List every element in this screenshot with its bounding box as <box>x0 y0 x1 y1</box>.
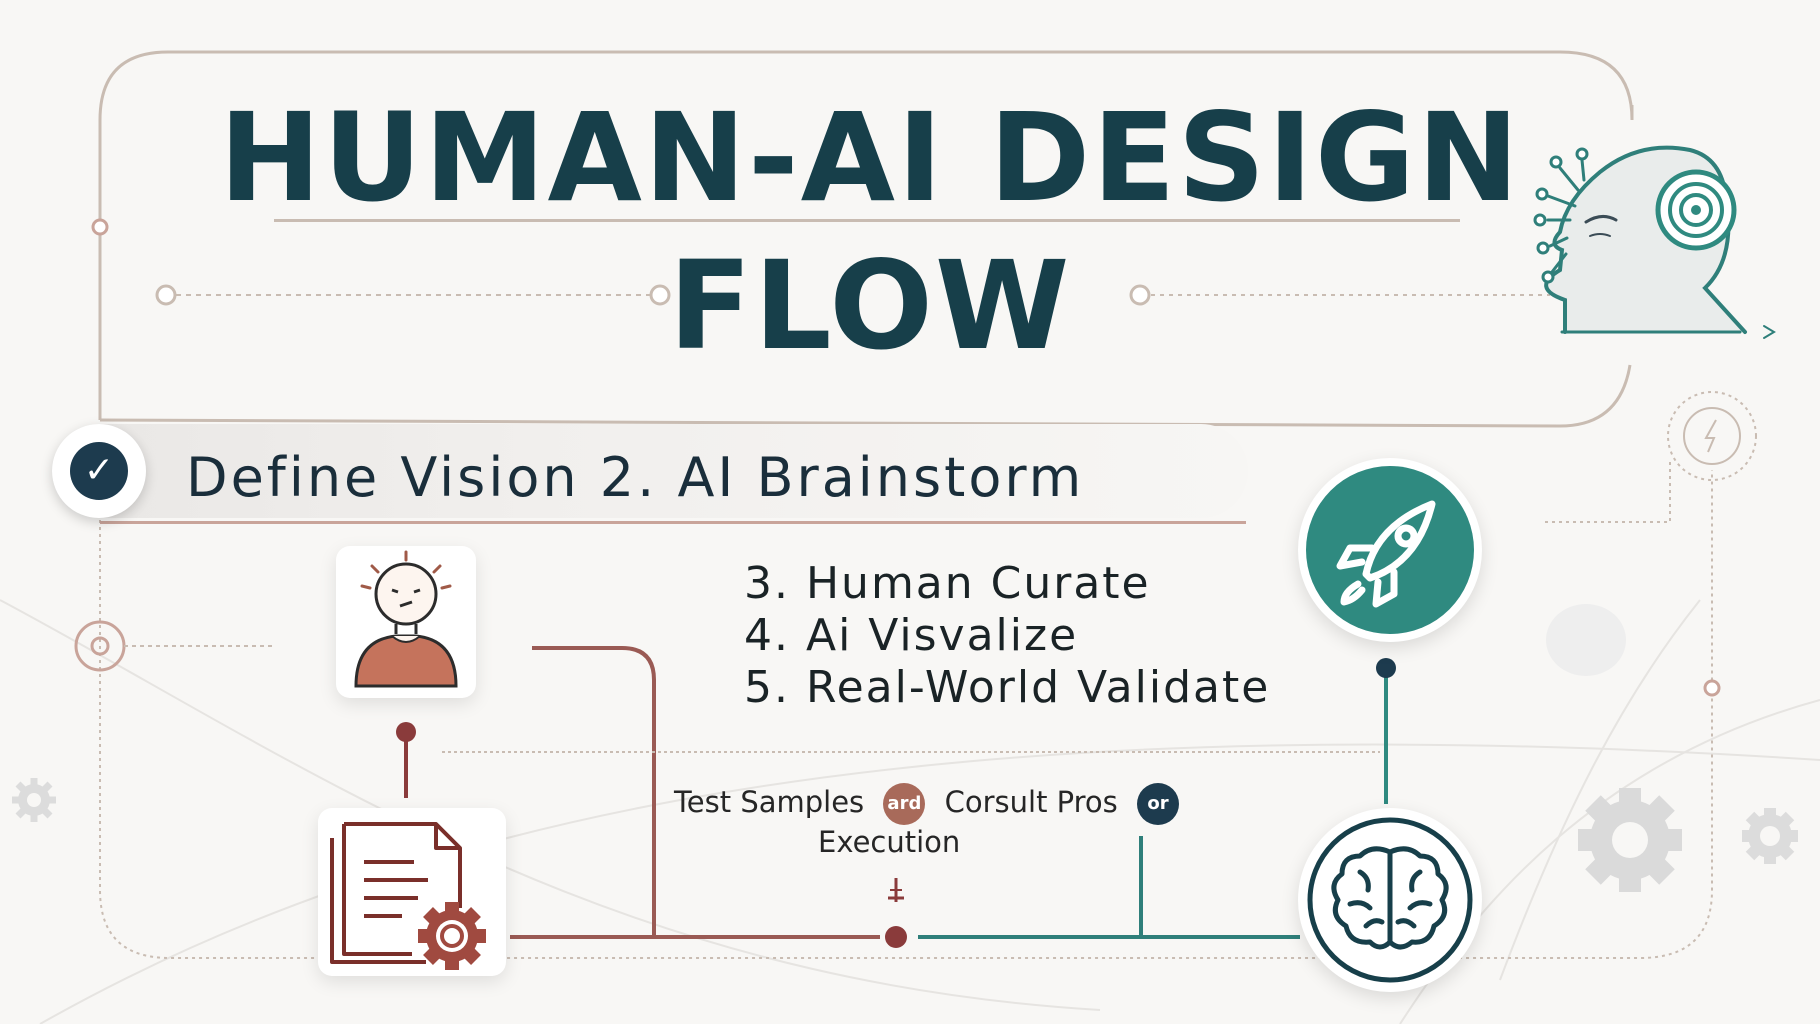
checkmark-icon: ✓ <box>70 442 128 500</box>
person-thinking-icon <box>354 550 458 688</box>
banner-text: Define Vision 2. AI Brainstorm <box>186 446 1085 509</box>
title-connectors <box>91 218 1550 306</box>
step-item: 4. Ai Visvalize <box>744 610 1079 661</box>
gear-icon-left <box>12 778 56 822</box>
title-line-2: FLOW <box>668 235 1072 377</box>
title-line-1: HUMAN-AI DESIGN <box>218 87 1522 229</box>
gear-icon-large <box>1578 788 1682 892</box>
step-item: 5. Real-World Validate <box>744 662 1271 713</box>
title-divider <box>274 219 1460 222</box>
outer-dotted-frame <box>99 470 1713 959</box>
rocket-icon <box>1306 466 1474 634</box>
consult-pros-label: Corsult Pros <box>944 785 1118 819</box>
flow-label-row: Test Samples ard Corsult Pros or <box>674 782 1179 825</box>
right-frame-node <box>1703 679 1721 697</box>
execution-label: Execution <box>818 825 961 859</box>
gear-icon-right <box>1742 808 1798 864</box>
title-frame <box>98 50 1634 420</box>
left-target-node <box>74 620 272 672</box>
title-frame-bottom <box>99 364 1632 428</box>
brain-icon <box>1307 817 1473 983</box>
background-blob <box>1546 604 1626 676</box>
step-item: 3. Human Curate <box>744 558 1151 609</box>
right-dotted-link <box>1545 460 1671 523</box>
or-badge: or <box>1137 783 1179 825</box>
ai-head-profile-icon <box>1533 145 1776 339</box>
flow-connectors <box>396 646 1396 948</box>
document-gear-icon <box>330 822 486 970</box>
test-samples-label: Test Samples <box>674 785 865 819</box>
steps-list: 3. Human Curate 4. Ai Visvalize 5. Real-… <box>744 558 1270 714</box>
ard-badge: ard <box>883 783 926 825</box>
lightning-target-icon <box>1667 391 1757 481</box>
steps-banner <box>52 424 1248 518</box>
banner-underline <box>100 521 1246 524</box>
